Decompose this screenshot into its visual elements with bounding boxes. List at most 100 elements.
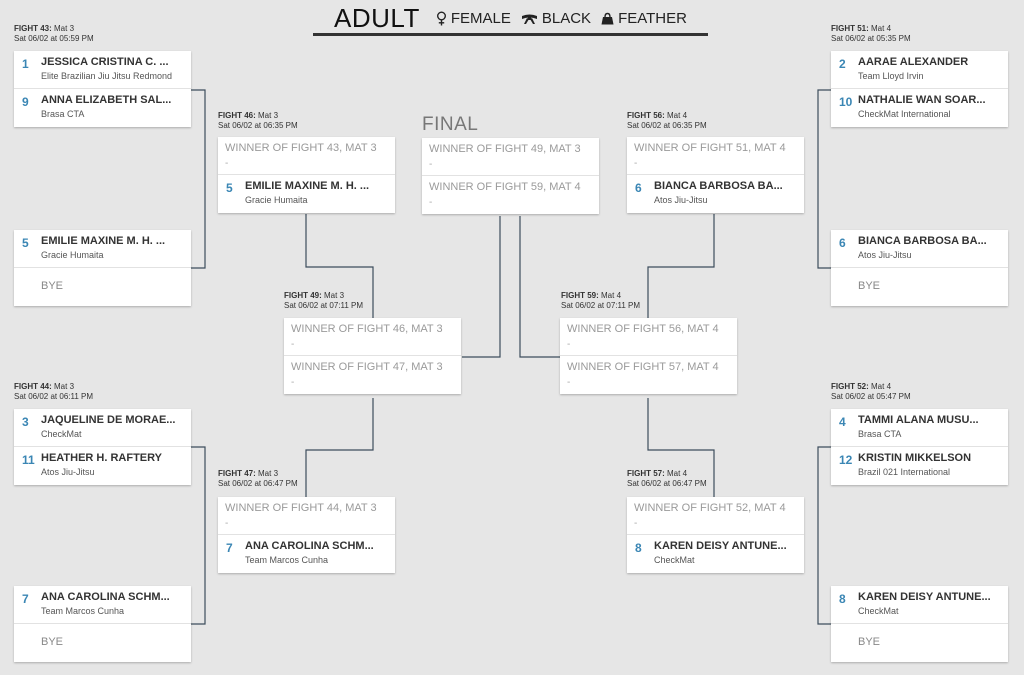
bye-label: BYE — [858, 636, 881, 648]
fight-card-49[interactable]: WINNER OF FIGHT 46, MAT 3 - WINNER OF FI… — [284, 318, 461, 394]
competitor-slot[interactable]: 5 EMILIE MAXINE M. H. ... Gracie Humaita — [14, 230, 191, 268]
team-name: Gracie Humaita — [245, 195, 308, 205]
team-name: Team Marcos Cunha — [245, 555, 329, 565]
competitor-name: BIANCA BARBOSA BA... — [654, 180, 783, 192]
bye-slot: BYE — [831, 624, 1008, 662]
fight-card-44[interactable]: 3 JAQUELINE DE MORAE... CheckMat 11 HEAT… — [14, 409, 191, 485]
competitor-name: KAREN DEISY ANTUNE... — [858, 591, 991, 603]
fight-card-43[interactable]: 1 JESSICA CRISTINA C. ... Elite Brazilia… — [14, 51, 191, 127]
competitor-slot[interactable]: 6 BIANCA BARBOSA BA... Atos Jiu-Jitsu — [627, 175, 804, 213]
bye-slot: BYE — [14, 624, 191, 662]
competitor-slot[interactable]: 10 NATHALIE WAN SOAR... CheckMat Interna… — [831, 89, 1008, 127]
competitor-name: EMILIE MAXINE M. H. ... — [41, 235, 166, 247]
competitor-name: JAQUELINE DE MORAE... — [41, 414, 176, 426]
fight-card-bye-7[interactable]: 7 ANA CAROLINA SCHM... Team Marcos Cunha… — [14, 586, 191, 662]
fight-card-final[interactable]: WINNER OF FIGHT 49, MAT 3 - WINNER OF FI… — [422, 138, 599, 214]
competitor-slot[interactable]: 7 ANA CAROLINA SCHM... Team Marcos Cunha — [218, 535, 395, 573]
pending-slot[interactable]: WINNER OF FIGHT 56, MAT 4 - — [560, 318, 737, 356]
gender-tag: FEMALE — [436, 10, 511, 27]
pending-slot[interactable]: WINNER OF FIGHT 47, MAT 3 - — [284, 356, 461, 394]
competitor-slot[interactable]: 5 EMILIE MAXINE M. H. ... Gracie Humaita — [218, 175, 395, 213]
competitor-slot[interactable]: 11 HEATHER H. RAFTERY Atos Jiu-Jitsu — [14, 447, 191, 485]
competitor-slot[interactable]: 8 KAREN DEISY ANTUNE... CheckMat — [627, 535, 804, 573]
seed-number: 10 — [839, 95, 853, 109]
competitor-slot[interactable]: 1 JESSICA CRISTINA C. ... Elite Brazilia… — [14, 51, 191, 89]
pending-slot[interactable]: WINNER OF FIGHT 51, MAT 4 - — [627, 137, 804, 175]
pending-team: - — [429, 197, 433, 208]
seed-number: 5 — [22, 236, 29, 250]
bye-slot: BYE — [831, 268, 1008, 306]
competitor-slot[interactable]: 12 KRISTIN MIKKELSON Brazil 021 Internat… — [831, 447, 1008, 485]
pending-slot[interactable]: WINNER OF FIGHT 52, MAT 4 - — [627, 497, 804, 535]
pending-slot[interactable]: WINNER OF FIGHT 43, MAT 3 - — [218, 137, 395, 175]
team-name: Gracie Humaita — [41, 250, 104, 260]
competitor-name: BIANCA BARBOSA BA... — [858, 235, 987, 247]
competitor-slot[interactable]: 9 ANNA ELIZABETH SAL... Brasa CTA — [14, 89, 191, 127]
bye-label: BYE — [858, 280, 881, 292]
competitor-slot[interactable]: 4 TAMMI ALANA MUSU... Brasa CTA — [831, 409, 1008, 447]
fight-card-47[interactable]: WINNER OF FIGHT 44, MAT 3 - 7 ANA CAROLI… — [218, 497, 395, 573]
fight-card-56[interactable]: WINNER OF FIGHT 51, MAT 4 - 6 BIANCA BAR… — [627, 137, 804, 213]
pending-team: - — [567, 339, 571, 350]
team-name: Elite Brazilian Jiu Jitsu Redmond — [41, 71, 173, 81]
pending-winner: WINNER OF FIGHT 59, MAT 4 — [429, 181, 581, 193]
pending-team: - — [225, 158, 229, 169]
competitor-slot[interactable]: 7 ANA CAROLINA SCHM... Team Marcos Cunha — [14, 586, 191, 624]
bye-label: BYE — [41, 636, 64, 648]
weight-icon — [601, 12, 614, 25]
pending-team: - — [225, 518, 229, 529]
competitor-name: KAREN DEISY ANTUNE... — [654, 540, 787, 552]
seed-number: 6 — [635, 181, 642, 195]
pending-winner: WINNER OF FIGHT 47, MAT 3 — [291, 361, 443, 373]
division-title: ADULT — [334, 3, 420, 33]
pending-winner: WINNER OF FIGHT 46, MAT 3 — [291, 323, 443, 335]
team-name: Brasa CTA — [41, 109, 85, 119]
competitor-name: ANA CAROLINA SCHM... — [245, 540, 374, 552]
competitor-slot[interactable]: 8 KAREN DEISY ANTUNE... CheckMat — [831, 586, 1008, 624]
competitor-slot[interactable]: 3 JAQUELINE DE MORAE... CheckMat — [14, 409, 191, 447]
fight-card-52[interactable]: 4 TAMMI ALANA MUSU... Brasa CTA 12 KRIST… — [831, 409, 1008, 485]
competitor-name: JESSICA CRISTINA C. ... — [41, 56, 169, 68]
pending-team: - — [291, 377, 295, 388]
pending-slot[interactable]: WINNER OF FIGHT 57, MAT 4 - — [560, 356, 737, 394]
seed-number: 2 — [839, 57, 846, 71]
fight-card-46[interactable]: WINNER OF FIGHT 43, MAT 3 - 5 EMILIE MAX… — [218, 137, 395, 213]
competitor-name: NATHALIE WAN SOAR... — [858, 94, 986, 106]
weight-tag: FEATHER — [601, 10, 687, 27]
team-name: Team Marcos Cunha — [41, 606, 125, 616]
fight-card-57[interactable]: WINNER OF FIGHT 52, MAT 4 - 8 KAREN DEIS… — [627, 497, 804, 573]
fight-card-bye-5[interactable]: 5 EMILIE MAXINE M. H. ... Gracie Humaita… — [14, 230, 191, 306]
pending-team: - — [429, 159, 433, 170]
team-name: CheckMat — [654, 555, 695, 565]
team-name: CheckMat — [41, 429, 82, 439]
pending-slot[interactable]: WINNER OF FIGHT 49, MAT 3 - — [422, 138, 599, 176]
competitor-name: TAMMI ALANA MUSU... — [858, 414, 979, 426]
competitor-slot[interactable]: 2 AARAE ALEXANDER Team Lloyd Irvin — [831, 51, 1008, 89]
pending-winner: WINNER OF FIGHT 56, MAT 4 — [567, 323, 719, 335]
pending-slot[interactable]: WINNER OF FIGHT 44, MAT 3 - — [218, 497, 395, 535]
pending-slot[interactable]: WINNER OF FIGHT 59, MAT 4 - — [422, 176, 599, 214]
seed-number: 4 — [839, 415, 846, 429]
fight-card-bye-8[interactable]: 8 KAREN DEISY ANTUNE... CheckMat BYE — [831, 586, 1008, 662]
seed-number: 11 — [22, 453, 35, 467]
competitor-name: ANNA ELIZABETH SAL... — [41, 94, 172, 106]
pending-slot[interactable]: WINNER OF FIGHT 46, MAT 3 - — [284, 318, 461, 356]
team-name: CheckMat — [858, 606, 899, 616]
competitor-name: HEATHER H. RAFTERY — [41, 452, 162, 464]
pending-team: - — [634, 518, 638, 529]
pending-winner: WINNER OF FIGHT 44, MAT 3 — [225, 502, 377, 514]
fight-card-bye-6[interactable]: 6 BIANCA BARBOSA BA... Atos Jiu-Jitsu BY… — [831, 230, 1008, 306]
female-icon — [436, 11, 446, 26]
competitor-slot[interactable]: 6 BIANCA BARBOSA BA... Atos Jiu-Jitsu — [831, 230, 1008, 268]
pending-team: - — [567, 377, 571, 388]
fight-card-51[interactable]: 2 AARAE ALEXANDER Team Lloyd Irvin 10 NA… — [831, 51, 1008, 127]
belt-tag: BLACK — [521, 10, 591, 27]
gender-label: FEMALE — [450, 10, 511, 27]
fight-card-59[interactable]: WINNER OF FIGHT 56, MAT 4 - WINNER OF FI… — [560, 318, 737, 394]
competitor-name: ANA CAROLINA SCHM... — [41, 591, 170, 603]
final-title: FINAL — [422, 114, 479, 135]
